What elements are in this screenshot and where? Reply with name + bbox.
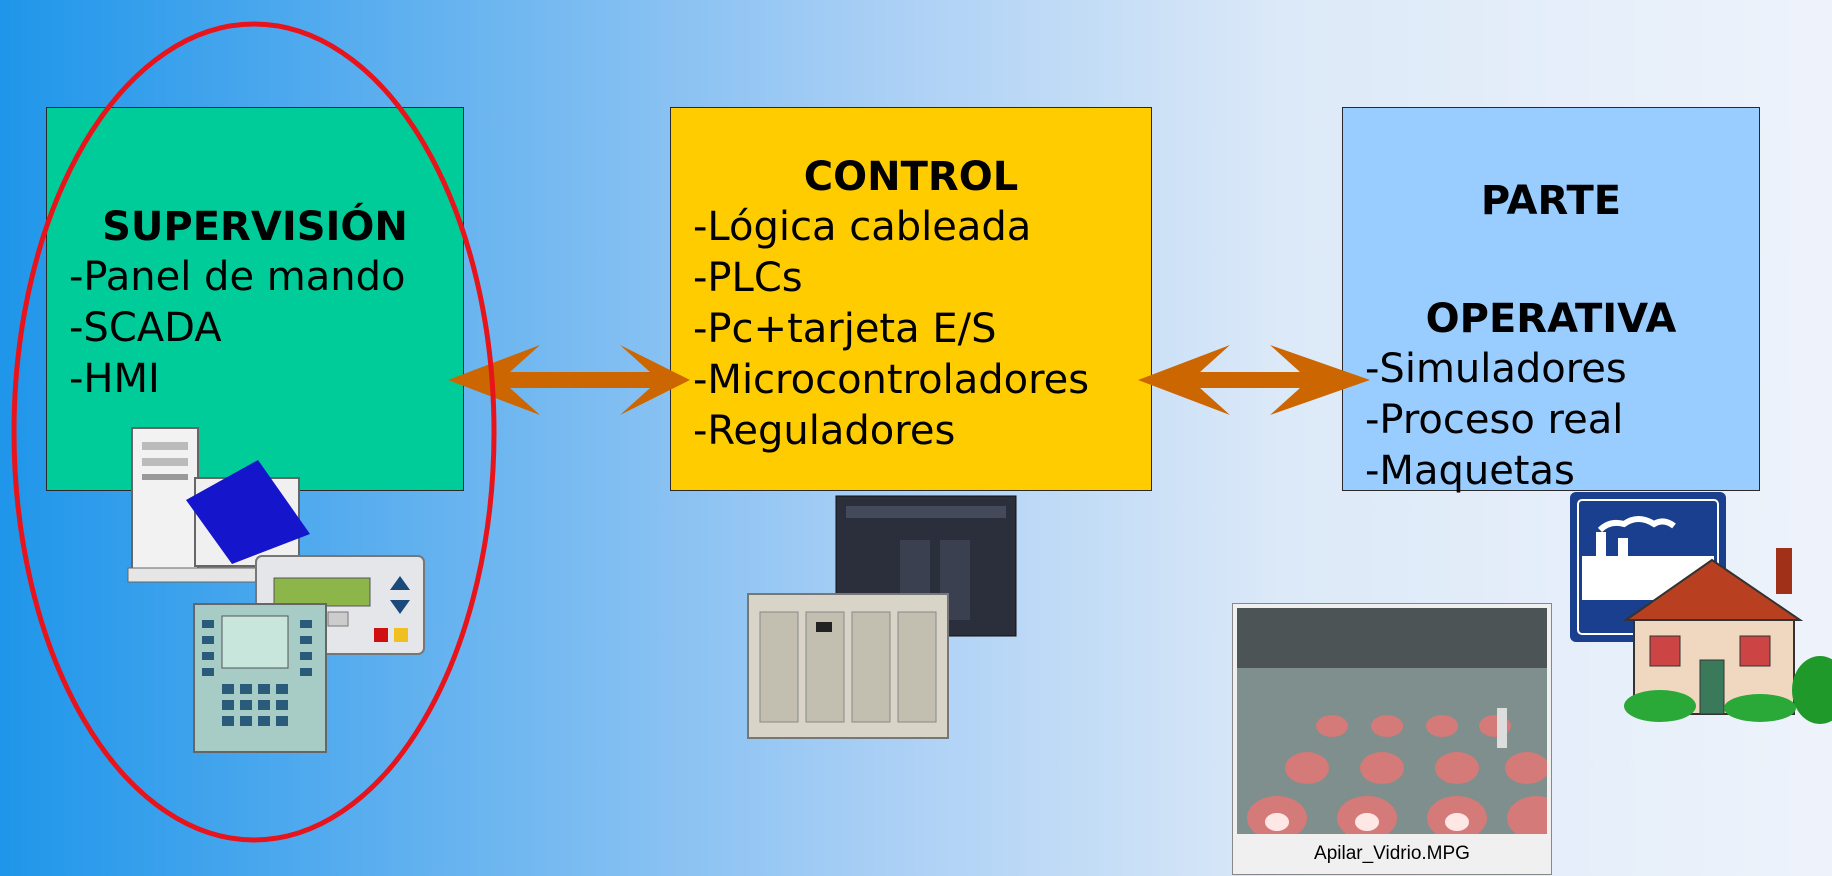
- supervision-item: -SCADA: [69, 305, 222, 351]
- operativa-box: PARTE OPERATIVA -Simuladores -Proceso re…: [1342, 107, 1760, 494]
- supervision-item: -HMI: [69, 356, 160, 402]
- supervision-list: -Panel de mando -SCADA -HMI: [47, 252, 463, 405]
- supervision-title: SUPERVISIÓN: [102, 204, 408, 250]
- control-item: -Reguladores: [693, 408, 956, 454]
- operativa-title-line1: PARTE: [1480, 178, 1622, 224]
- control-item: -Microcontroladores: [693, 357, 1090, 403]
- video-thumbnail[interactable]: Apilar_Vidrio.MPG: [1232, 603, 1552, 875]
- supervision-box: SUPERVISIÓN -Panel de mando -SCADA -HMI: [46, 107, 464, 491]
- control-item: -Pc+tarjeta E/S: [693, 306, 997, 352]
- control-title: CONTROL: [803, 154, 1019, 200]
- video-caption: Apilar_Vidrio.MPG: [1314, 843, 1470, 864]
- computer-icon: [127, 427, 310, 583]
- operativa-item: -Maquetas: [1365, 448, 1575, 494]
- highlight-ellipse: [11, 21, 497, 843]
- keypad-hmi-icon: [193, 603, 327, 753]
- operativa-title-line2: OPERATIVA: [1425, 296, 1677, 342]
- control-box: CONTROL -Lógica cableada -PLCs -Pc+tarje…: [670, 107, 1152, 491]
- operativa-item: -Simuladores: [1365, 346, 1627, 392]
- operativa-list: -Simuladores -Proceso real -Maquetas: [1343, 344, 1759, 497]
- double-arrow-left: [448, 345, 690, 415]
- control-item: -PLCs: [693, 255, 803, 301]
- video-frame: [1237, 608, 1547, 834]
- glass-conveyor-image: [1237, 608, 1547, 834]
- control-list: -Lógica cableada -PLCs -Pc+tarjeta E/S -…: [671, 202, 1151, 457]
- house-icon: [1622, 548, 1832, 724]
- operativa-item: -Proceso real: [1365, 397, 1624, 443]
- plc-icon: [747, 495, 1017, 739]
- double-arrow-right: [1138, 345, 1370, 415]
- control-item: -Lógica cableada: [693, 204, 1032, 250]
- supervision-item: -Panel de mando: [69, 254, 406, 300]
